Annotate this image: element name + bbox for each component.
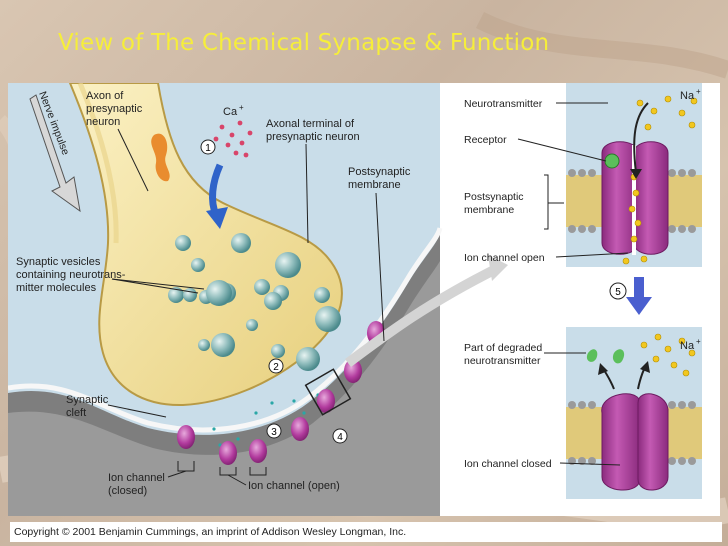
svg-text:4: 4 bbox=[337, 432, 343, 443]
vesicles-label: Synaptic vesicles bbox=[16, 256, 101, 268]
ion-channel-closed-right-label: Ion channel closed bbox=[464, 458, 552, 470]
na-label-bottom: Na bbox=[680, 340, 695, 352]
ion-channel-open-label: Ion channel (open) bbox=[248, 480, 340, 492]
synaptic-vesicles bbox=[168, 233, 341, 371]
detail-box bbox=[304, 368, 352, 416]
svg-text:presynaptic neuron: presynaptic neuron bbox=[266, 131, 360, 143]
na-label-top: Na bbox=[680, 90, 695, 102]
svg-text:mitter molecules: mitter molecules bbox=[16, 282, 97, 294]
neurotransmitter-label: Neurotransmitter bbox=[464, 98, 543, 110]
ion-channels bbox=[177, 321, 385, 465]
svg-text:3: 3 bbox=[271, 427, 277, 438]
svg-text:membrane: membrane bbox=[348, 179, 401, 191]
ion-channel-open-right-label: Ion channel open bbox=[464, 252, 545, 264]
postsynaptic-membrane-right-label: Postsynaptic bbox=[464, 191, 524, 203]
ca-label: Ca bbox=[223, 106, 238, 118]
svg-text:+: + bbox=[696, 87, 701, 96]
degraded-neurotransmitter-label: Part of degraded bbox=[464, 342, 542, 354]
postsynaptic-membrane-label: Postsynaptic bbox=[348, 166, 411, 178]
degraded-fragment-1 bbox=[586, 349, 598, 362]
nerve-impulse-arrow bbox=[29, 94, 81, 213]
svg-text:cleft: cleft bbox=[66, 407, 86, 419]
svg-text:1: 1 bbox=[205, 143, 211, 154]
terminal-label: Axonal terminal of bbox=[266, 118, 355, 130]
degraded-fragment-2 bbox=[612, 349, 625, 364]
axon-label: Axon of bbox=[86, 90, 124, 102]
receptor-label: Receptor bbox=[464, 134, 507, 146]
closed-channel-right bbox=[637, 393, 669, 491]
step-markers: 1 2 3 4 5 bbox=[200, 139, 627, 444]
svg-text:neuron: neuron bbox=[86, 116, 120, 128]
svg-text:+: + bbox=[239, 103, 244, 112]
svg-text:membrane: membrane bbox=[464, 204, 514, 216]
svg-text:presynaptic: presynaptic bbox=[86, 103, 143, 115]
receptor-bound bbox=[604, 153, 620, 169]
slide-title: View of The Chemical Synapse & Function bbox=[58, 30, 550, 56]
open-channel-right bbox=[633, 141, 669, 255]
svg-text:containing neurotrans-: containing neurotrans- bbox=[16, 269, 126, 281]
svg-text:neurotransmitter: neurotransmitter bbox=[464, 355, 541, 367]
detail-arrow bbox=[345, 263, 501, 368]
calcium-ions bbox=[213, 120, 253, 158]
postsynaptic-membrane-line bbox=[8, 227, 443, 433]
synaptic-cleft-label: Synaptic bbox=[66, 394, 109, 406]
axon-terminal bbox=[68, 83, 343, 407]
svg-text:+: + bbox=[696, 337, 701, 346]
mitochondrion bbox=[151, 133, 170, 182]
postsynaptic-neuron-inner bbox=[8, 261, 440, 516]
closed-channel-left bbox=[601, 393, 641, 491]
synapse-diagram: Nerve impulse Ca + bbox=[8, 83, 720, 516]
na-ions-bottom bbox=[640, 333, 696, 377]
step5-arrow bbox=[634, 277, 644, 299]
copyright-notice: Copyright © 2001 Benjamin Cummings, an i… bbox=[10, 522, 722, 542]
svg-text:5: 5 bbox=[615, 287, 621, 298]
svg-text:(closed): (closed) bbox=[108, 485, 147, 497]
ion-channel-closed-label: Ion channel bbox=[108, 472, 165, 484]
svg-text:2: 2 bbox=[273, 362, 279, 373]
